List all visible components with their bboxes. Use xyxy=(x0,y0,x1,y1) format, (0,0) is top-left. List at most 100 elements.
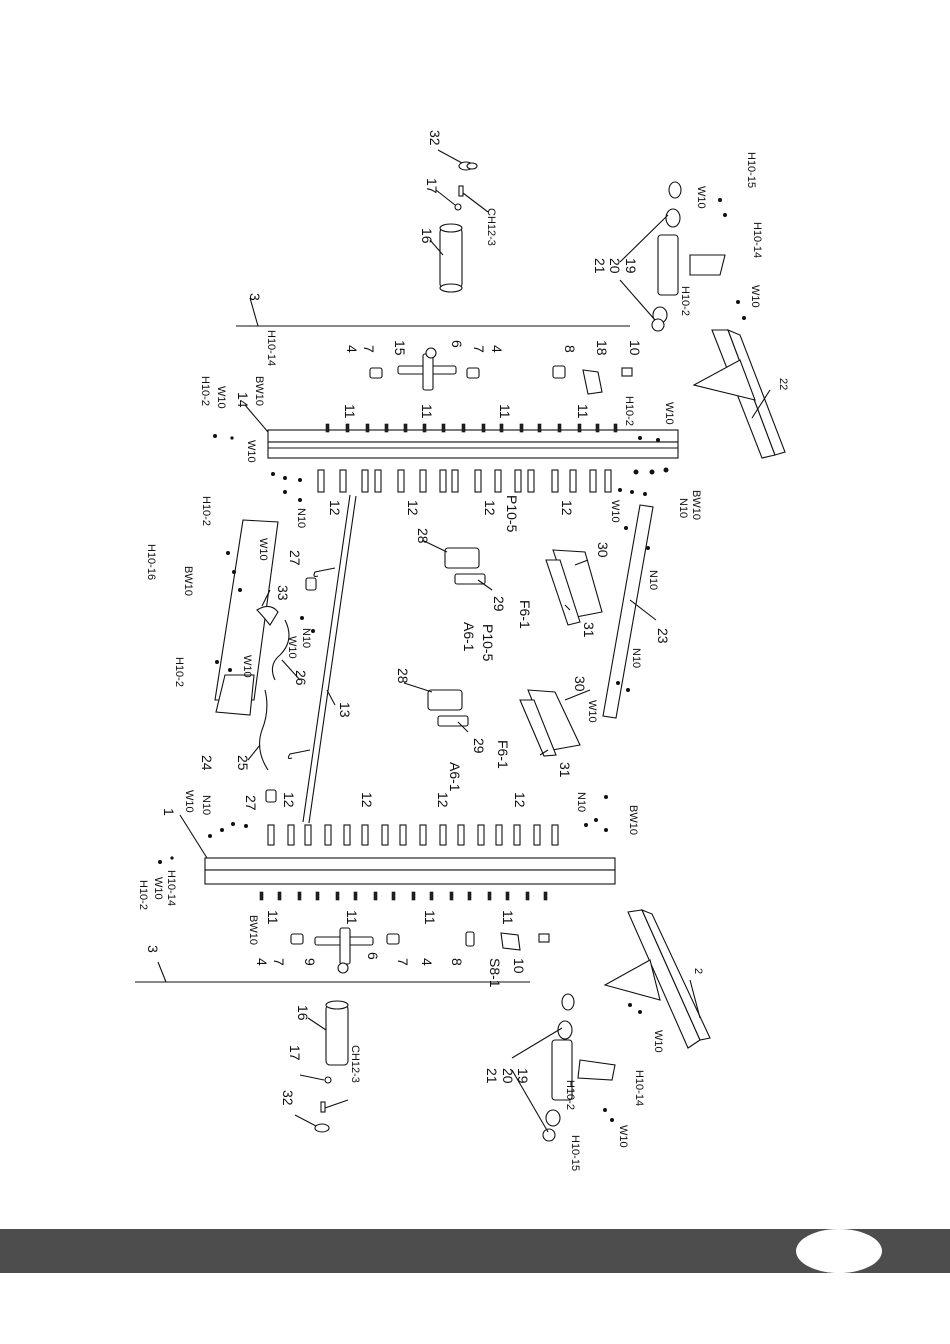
cup-assembly-bottom xyxy=(542,993,616,1142)
bolt-row-11-bottom xyxy=(259,891,548,901)
label-14: 14 xyxy=(235,392,251,408)
label-10-top: 10 xyxy=(627,340,643,356)
label-h10-14-d: H10-14 xyxy=(633,1070,645,1106)
peg-row-12-top xyxy=(317,469,612,493)
label-1: 1 xyxy=(161,808,177,816)
bar-13 xyxy=(302,494,357,824)
spacer-7-bottom-b xyxy=(386,933,400,945)
label-bw10-a: BW10 xyxy=(253,376,265,406)
label-n10-d: N10 xyxy=(575,792,587,812)
label-h10-2-c: H10-2 xyxy=(173,657,185,687)
label-20-top: 20 xyxy=(607,258,623,274)
label-w10-k: W10 xyxy=(695,186,707,209)
label-33: 33 xyxy=(275,585,291,601)
spacer-7-top-b xyxy=(466,367,480,379)
peg-row-12-bottom xyxy=(267,824,559,846)
frame-30-31-lower xyxy=(519,689,581,757)
label-w10-l: W10 xyxy=(749,285,761,308)
bracket-28-lower xyxy=(427,689,463,711)
label-h10-14-a: H10-14 xyxy=(265,330,277,366)
hook-26 xyxy=(271,619,290,681)
label-w10-b: W10 xyxy=(245,440,257,463)
nut-17-bottom xyxy=(324,1076,332,1084)
nut-17-top xyxy=(454,203,462,211)
j-hook-upper xyxy=(313,567,336,578)
bar-24 xyxy=(214,519,279,716)
label-12-bottom-b: 12 xyxy=(359,792,375,808)
label-17-top: 17 xyxy=(424,178,440,194)
label-4-top-a: 4 xyxy=(344,345,360,353)
tube-16-bottom xyxy=(325,1000,349,1066)
label-29-upper: 29 xyxy=(491,596,507,612)
label-26: 26 xyxy=(293,670,309,686)
label-f6-1-upper: F6-1 xyxy=(517,600,533,629)
label-7-bottom-b: 7 xyxy=(395,958,411,966)
label-17-bottom: 17 xyxy=(287,1045,303,1061)
label-19-bottom: 19 xyxy=(515,1068,531,1084)
label-12-top-a: 12 xyxy=(327,500,343,516)
label-11-top-b: 11 xyxy=(419,404,435,419)
label-n10-c: N10 xyxy=(200,795,212,815)
bracket-28-upper xyxy=(444,547,480,569)
bracket-29-lower xyxy=(437,715,469,727)
label-a6-1-lower: A6-1 xyxy=(447,762,463,792)
part-labels: 3 3 16 16 17 17 32 32 CH12-3 CH12-3 21 2… xyxy=(137,130,789,1171)
label-16-top: 16 xyxy=(419,228,435,244)
label-h10-14-c: H10-14 xyxy=(751,222,763,258)
label-15: 15 xyxy=(392,340,408,356)
label-7-top-a: 7 xyxy=(361,345,377,353)
label-11-top-a: 11 xyxy=(342,404,358,419)
label-30-upper: 30 xyxy=(595,542,611,558)
label-w10-f: W10 xyxy=(183,790,195,813)
pin-ch12-3-bottom xyxy=(320,1101,326,1113)
label-w10-c: W10 xyxy=(257,538,269,561)
j-hook-lower xyxy=(287,749,311,760)
label-11-bottom-d: 11 xyxy=(500,910,516,925)
label-f6-1-lower: F6-1 xyxy=(495,740,511,769)
label-3-bottom: 3 xyxy=(145,945,161,953)
cup-assembly-top xyxy=(651,181,726,332)
label-p10-5-upper: P10-5 xyxy=(504,495,520,533)
label-32-bottom: 32 xyxy=(280,1090,296,1106)
label-n10-a: N10 xyxy=(295,508,307,528)
label-32-top: 32 xyxy=(427,130,443,146)
label-4-bottom-b: 4 xyxy=(419,958,435,966)
bar-23 xyxy=(602,504,654,719)
fastener-dots xyxy=(158,198,746,1122)
bracket-29-upper xyxy=(454,573,486,585)
label-w10-a: W10 xyxy=(215,386,227,409)
spacer-7-bottom-a xyxy=(290,933,304,945)
label-w10-d: W10 xyxy=(241,655,253,678)
label-h10-15-b: H10-15 xyxy=(569,1135,581,1171)
label-w10-e: W10 xyxy=(286,636,298,659)
label-h10-16: H10-16 xyxy=(145,544,157,580)
label-4-bottom-a: 4 xyxy=(254,958,270,966)
part-8-bottom xyxy=(465,931,475,947)
leader-lines xyxy=(157,149,771,1133)
foot-base-22 xyxy=(692,329,786,459)
label-12-top-c: 12 xyxy=(482,500,498,516)
label-8-bottom: 8 xyxy=(449,958,465,966)
label-n10-e: N10 xyxy=(630,648,642,668)
label-11-bottom-c: 11 xyxy=(422,910,438,925)
label-ch12-3-top: CH12-3 xyxy=(485,208,497,246)
label-11-bottom-a: 11 xyxy=(265,910,281,925)
label-30-lower: 30 xyxy=(572,676,588,692)
part-33 xyxy=(256,605,279,626)
label-24: 24 xyxy=(199,755,215,771)
label-10-bottom: 10 xyxy=(511,958,527,974)
foot-base-2 xyxy=(603,908,711,1049)
label-9: S8-1 xyxy=(487,958,503,988)
label-w10-g: W10 xyxy=(152,877,164,900)
spacer-7-top-a xyxy=(369,367,383,379)
label-n10-g: N10 xyxy=(677,498,689,518)
bolt-row-11-top xyxy=(325,423,618,433)
label-h10-2-a: H10-2 xyxy=(199,376,211,406)
label-21-top: 21 xyxy=(592,258,608,274)
label-bw10-e: BW10 xyxy=(690,490,702,520)
label-12-top-d: 12 xyxy=(559,500,575,516)
pin-ch12-3-top xyxy=(458,185,464,197)
label-w10-j: W10 xyxy=(663,402,675,425)
label-w10-n: W10 xyxy=(652,1030,664,1053)
